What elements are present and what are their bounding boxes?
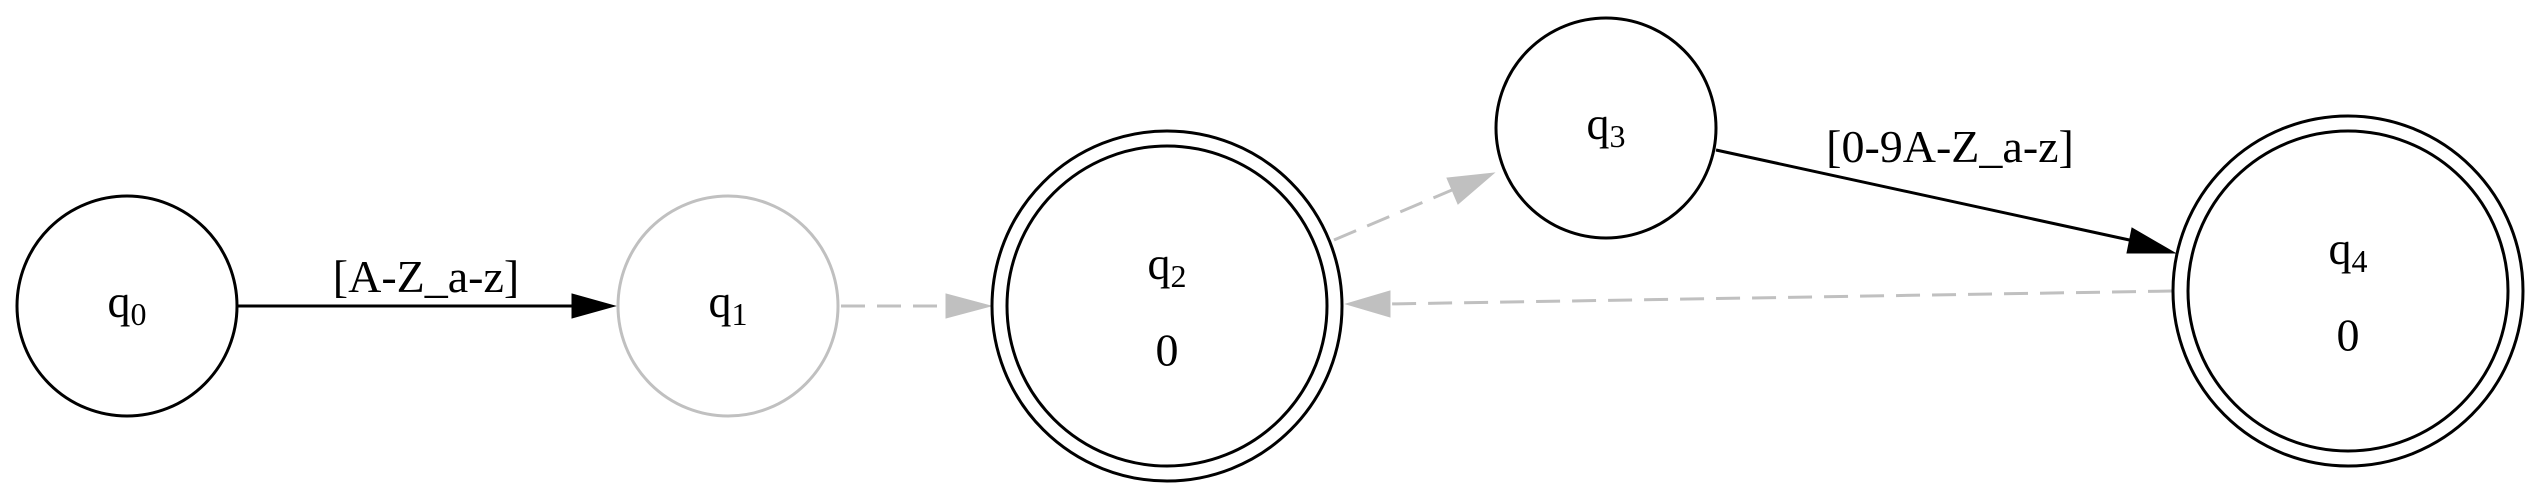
state-q3: q3 [1494, 16, 1718, 240]
state-label: q2 [1148, 238, 1187, 295]
state-label: q3 [1587, 98, 1626, 155]
transition-label: [0-9A-Z_a-z] [1826, 121, 2074, 172]
state-q4: q4 0 [2171, 114, 2525, 468]
transition-q3-q4: [0-9A-Z_a-z] [1715, 121, 2177, 254]
arrowhead-icon [2126, 227, 2177, 254]
state-label: q1 [709, 276, 748, 333]
state-circle [1494, 16, 1718, 240]
state-circle [616, 194, 840, 418]
arrowhead-icon [1446, 172, 1496, 205]
arrowhead-icon [1344, 290, 1391, 318]
state-q2: q2 0 [990, 129, 1344, 483]
arrowhead-icon [945, 293, 993, 319]
transition-q2-q3 [1333, 172, 1496, 242]
transition-label: [A-Z_a-z] [333, 251, 519, 302]
state-inner-circle [2186, 129, 2510, 453]
state-q0: q0 [15, 194, 239, 418]
state-output: 0 [2337, 310, 2360, 361]
transition-q1-q2 [841, 293, 993, 319]
transition-q0-q1: [A-Z_a-z] [238, 251, 617, 319]
transition-line [1387, 289, 2173, 306]
transition-q4-q2 [1344, 289, 2173, 318]
state-output: 0 [1156, 325, 1179, 376]
state-q1: q1 [616, 194, 840, 418]
transition-line [1333, 188, 1453, 242]
state-circle [15, 194, 239, 418]
transition-line [1715, 148, 2135, 243]
state-label: q4 [2329, 223, 2368, 280]
state-inner-circle [1005, 144, 1329, 468]
arrowhead-icon [571, 293, 617, 319]
state-label: q0 [108, 276, 147, 333]
